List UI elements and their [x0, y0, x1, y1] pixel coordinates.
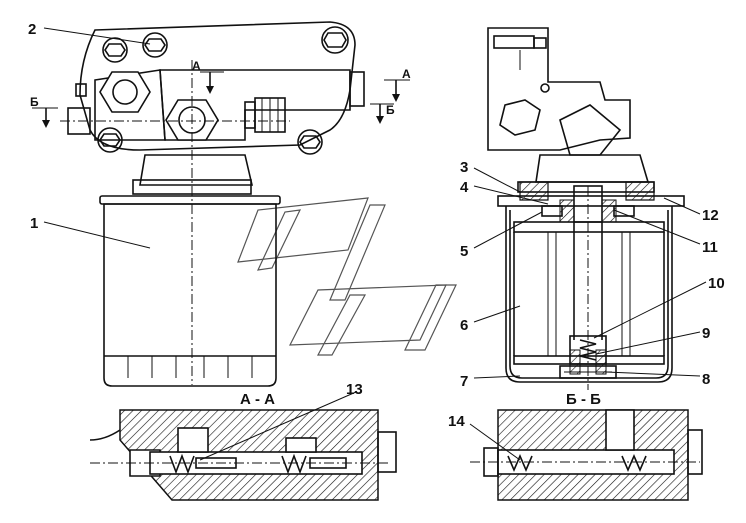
callout-6: 6 [460, 317, 468, 334]
callout-5: 5 [460, 243, 468, 260]
callout-14: 14 [448, 413, 465, 430]
left-filter-canister [99, 195, 281, 387]
arrow-letter-a-right: А [402, 67, 411, 81]
section-arrows [32, 71, 410, 128]
callout-1: 1 [30, 215, 38, 232]
arrow-letter-b-left: Б [30, 95, 39, 109]
section-title-a-a: А - А [240, 391, 275, 408]
callout-12: 12 [702, 207, 719, 224]
leader-lines [43, 27, 707, 461]
callout-labels: 2 1 3 4 5 6 7 12 11 10 9 8 13 14 [28, 21, 725, 430]
left-filter-head [60, 21, 365, 385]
callout-11: 11 [702, 239, 718, 256]
section-titles: А - А Б - Б [240, 391, 601, 408]
callout-13: 13 [346, 381, 363, 398]
callout-2: 2 [28, 21, 36, 38]
arrow-letter-b-right: Б [386, 103, 395, 117]
callout-4: 4 [460, 179, 469, 196]
callout-8: 8 [702, 371, 710, 388]
callout-9: 9 [702, 325, 710, 342]
arrow-letter-a-top: А [192, 59, 201, 73]
callout-7: 7 [460, 373, 468, 390]
right-filter-section [487, 27, 685, 390]
callout-10: 10 [708, 275, 725, 292]
section-b-b [470, 409, 703, 501]
watermark-logo [237, 197, 457, 356]
callout-3: 3 [460, 159, 468, 176]
arrow-letters: А А Б Б [30, 59, 411, 117]
section-title-b-b: Б - Б [566, 391, 601, 408]
section-a-a [89, 409, 397, 501]
